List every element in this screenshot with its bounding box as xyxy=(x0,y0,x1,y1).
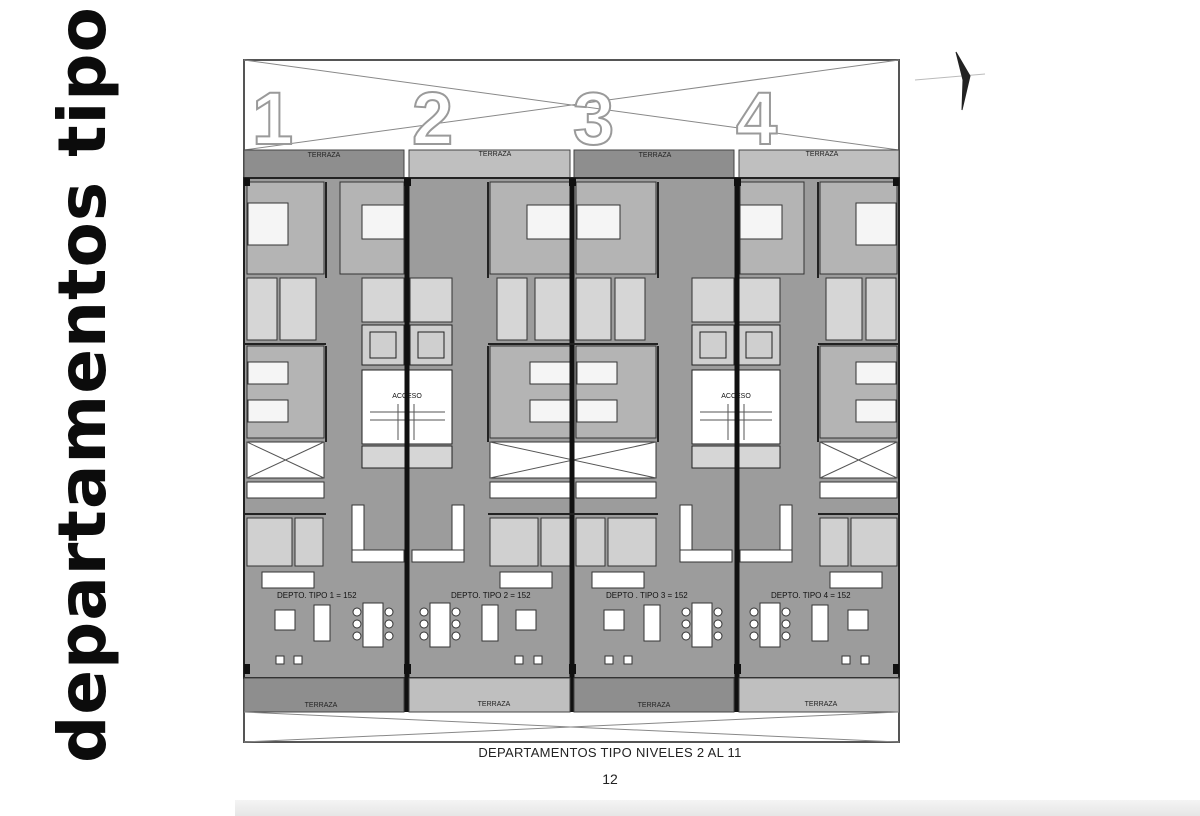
top-void xyxy=(243,59,900,151)
terraza-label: TERRAZA xyxy=(479,151,512,158)
interior-walls xyxy=(244,182,899,515)
chairs xyxy=(352,607,791,641)
living-furniture xyxy=(261,571,883,642)
terraza-label: TERRAZA xyxy=(305,702,338,709)
terraza-label: TERRAZA xyxy=(639,152,672,159)
beds xyxy=(247,202,897,423)
unit-label-3: DEPTO . TIPO 3 = 152 xyxy=(606,591,688,600)
north-arrow-icon xyxy=(914,51,986,111)
terraza-label: TERRAZA xyxy=(478,701,511,708)
circulation-cores: ACCESO ACCESO xyxy=(361,324,781,469)
unit-number-4: 4 xyxy=(736,77,777,160)
unit-label-4: DEPTO. TIPO 4 = 152 xyxy=(771,591,851,600)
bottom-void xyxy=(243,711,900,743)
unit-labels: DEPTO. TIPO 1 = 152 DEPTO. TIPO 2 = 152 … xyxy=(277,591,851,600)
page-number: 12 xyxy=(602,771,618,787)
side-tables xyxy=(275,655,870,665)
unit-number-3: 3 xyxy=(573,77,614,160)
terraza-label: TERRAZA xyxy=(805,701,838,708)
unit-number-1: 1 xyxy=(252,77,293,160)
kitchens xyxy=(246,481,898,563)
terraza-labels-bottom: TERRAZA TERRAZA TERRAZA TERRAZA xyxy=(305,701,838,709)
terraza-labels-top: TERRAZA TERRAZA TERRAZA TERRAZA xyxy=(308,151,839,159)
bathrooms xyxy=(246,277,897,341)
unit-label-1: DEPTO. TIPO 1 = 152 xyxy=(277,591,357,600)
party-walls xyxy=(404,178,740,712)
dining-tables xyxy=(362,602,781,648)
unit-label-2: DEPTO. TIPO 2 = 152 xyxy=(451,591,531,600)
terraza-label: TERRAZA xyxy=(308,152,341,159)
bottom-band xyxy=(235,800,1200,816)
terraza-label: TERRAZA xyxy=(806,151,839,158)
unit-numbers: 1 2 3 4 xyxy=(251,76,778,161)
service-rooms xyxy=(246,517,898,567)
terraza-label: TERRAZA xyxy=(638,702,671,709)
bottom-terraces xyxy=(243,677,900,713)
unit-number-2: 2 xyxy=(412,77,453,160)
columns xyxy=(244,178,899,674)
plan-caption: DEPARTAMENTOS TIPO NIVELES 2 AL 11 xyxy=(478,745,742,760)
